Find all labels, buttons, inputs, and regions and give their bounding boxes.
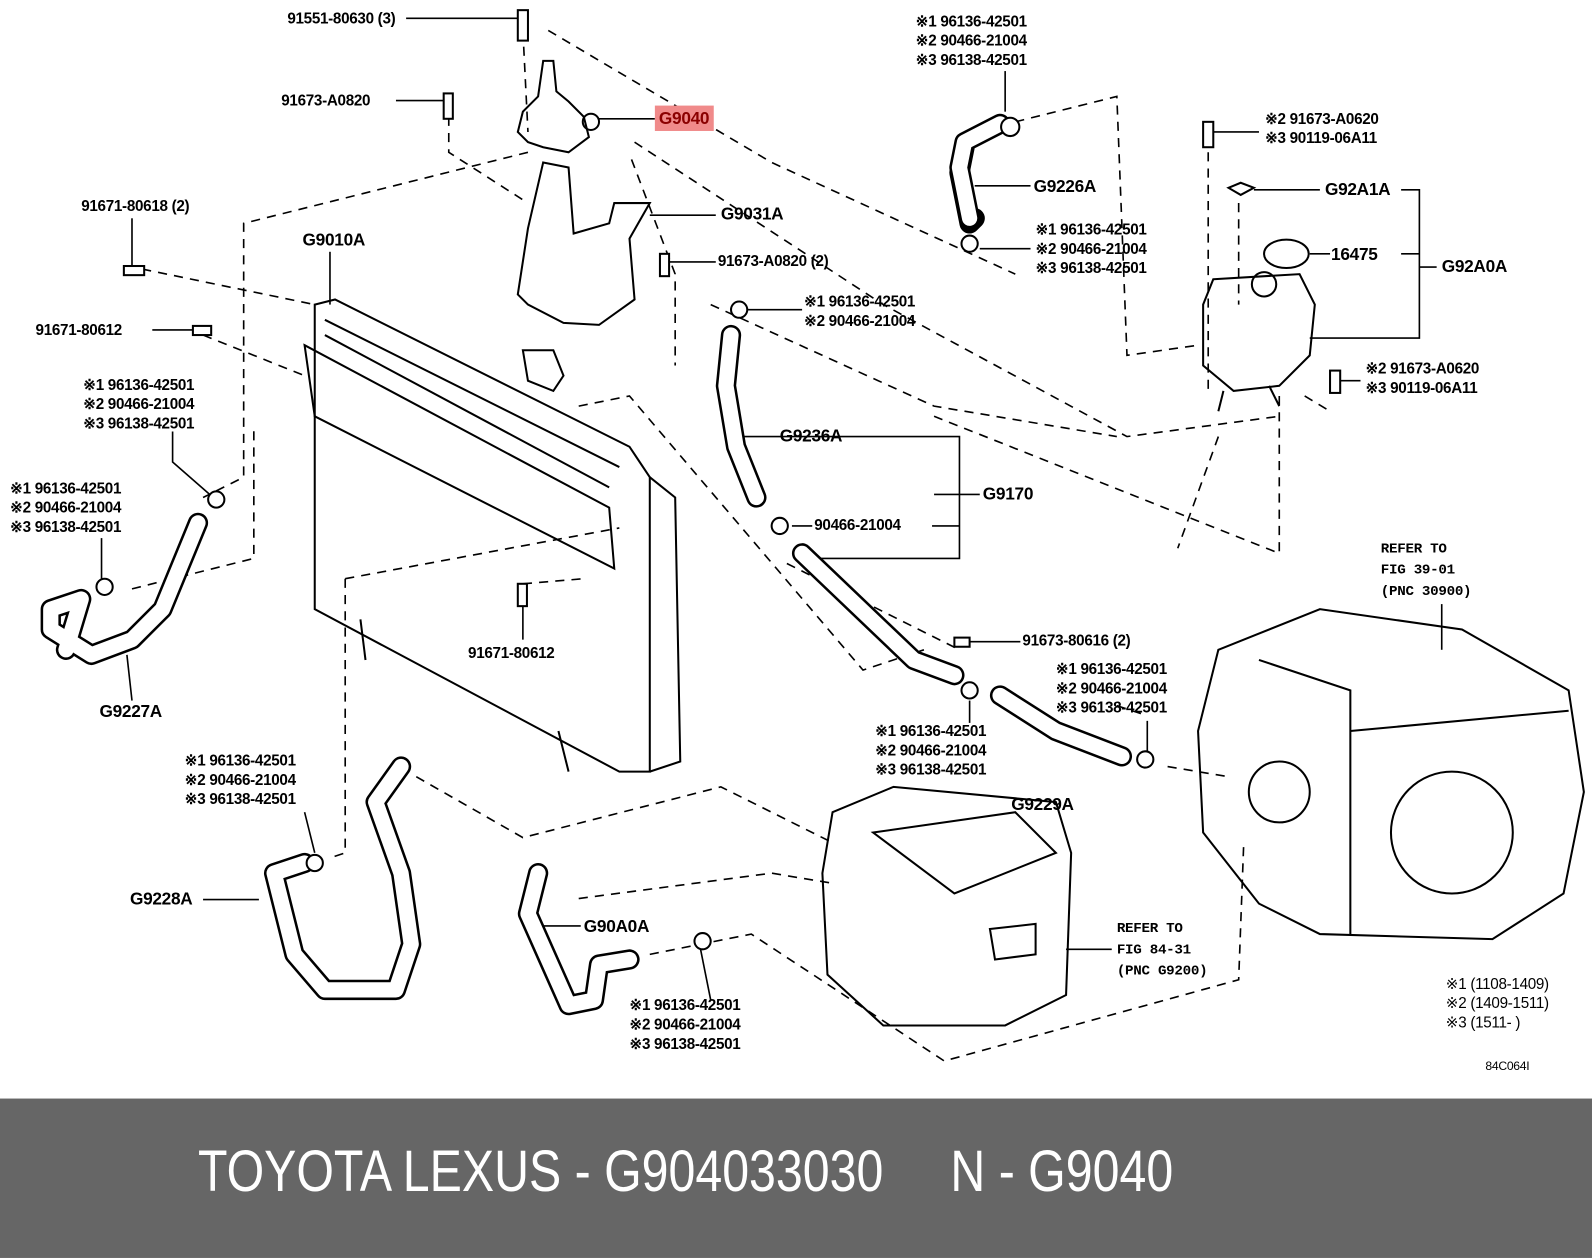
bolt-label: 91551-80630 (3)	[287, 10, 396, 28]
bolt-label: 91673-80616 (2)	[1022, 632, 1131, 650]
hose-clamps	[95, 116, 1155, 951]
refer-line: (PNC G9200)	[1116, 963, 1208, 980]
bolt-label: 91673-A0820 (2)	[717, 252, 829, 271]
refer-line[interactable]: FIG 84-31	[1116, 942, 1191, 959]
part-label-g9227a: G9227A	[99, 701, 162, 721]
bolt-line: ※3 90119-06A11	[1365, 379, 1478, 397]
bolt-group: ※2 91673-A0620 ※3 90119-06A11	[1366, 359, 1480, 398]
clamp-group: ※1 96136-42501 ※2 90466-21004 ※3 96138-4…	[916, 12, 1027, 70]
clamp-line: ※2 90466-21004	[915, 32, 1027, 50]
bolts	[122, 9, 1342, 648]
clamp-line: ※3 96138-42501	[10, 518, 122, 537]
part-label-g92a0a: G92A0A	[1441, 256, 1508, 277]
clamp-group: ※1 96136-42501 ※2 90466-21004 ※3 96138-4…	[1056, 660, 1167, 718]
refer-line: REFER TO	[1116, 920, 1183, 938]
clamp-line: ※1 96136-42501	[184, 752, 296, 770]
part-label-g90a0a: G90A0A	[583, 916, 650, 937]
part-label-g9228a: G9228A	[129, 889, 193, 909]
clamp-line: ※1 96136-42501	[875, 722, 987, 741]
clamp-line: ※2 90466-21004	[875, 742, 987, 760]
radiator	[303, 298, 682, 773]
footer-bar: TOYOTA LEXUS - G904033030 N - G9040	[0, 1098, 1592, 1258]
part-label-16475: 16475	[1331, 244, 1378, 264]
clamp-line: ※3 96138-42501	[875, 761, 987, 779]
clamp-line: ※3 96138-42501	[915, 51, 1027, 70]
clamp-line: ※1 96136-42501	[804, 293, 916, 311]
dashed-guide-lines	[131, 29, 1331, 1062]
clamp-group: ※1 96136-42501 ※2 90466-21004 ※3 96138-4…	[1036, 220, 1147, 278]
part-label-g9010a: G9010A	[302, 230, 366, 250]
clamp-line: ※1 96136-42501	[1035, 221, 1147, 239]
clamp-group: ※1 96136-42501 ※2 90466-21004 ※3 96138-4…	[83, 376, 194, 434]
footer-title: TOYOTA LEXUS - G904033030 N - G9040	[197, 1138, 1174, 1205]
clamp-line: ※1 96136-42501	[629, 997, 741, 1015]
clamp-group: ※1 96136-42501 ※2 90466-21004 ※3 96138-4…	[185, 751, 296, 809]
clamp-line: ※2 90466-21004	[629, 1016, 741, 1034]
clamp-line: ※1 96136-42501	[1055, 660, 1167, 679]
highlighted-part-label-g9040[interactable]: G9040	[654, 105, 714, 131]
clamp-line: ※2 90466-21004	[184, 771, 296, 789]
clamp-line: ※3 96138-42501	[83, 415, 195, 433]
clamp-line: ※2 90466-21004	[83, 395, 195, 414]
part-label-g9236a: G9236A	[779, 426, 843, 446]
pump-bracket	[516, 161, 652, 326]
hoses	[40, 113, 1133, 1016]
bolt-line: ※3 90119-06A11	[1265, 129, 1377, 148]
bolt-group: ※2 91673-A0620 ※3 90119-06A11	[1265, 110, 1379, 149]
refer-line: (PNC 30900)	[1380, 583, 1472, 601]
refer-line: REFER TO	[1380, 541, 1447, 558]
clamp-group: ※1 96136-42501 ※2 90466-21004 ※3 96138-4…	[875, 722, 986, 780]
clamp-line: ※1 96136-42501	[10, 480, 122, 498]
clamp-line: ※1 96136-42501	[83, 376, 195, 394]
refer-line[interactable]: FIG 39-01	[1380, 562, 1455, 579]
bolt-label: 91673-A0820	[281, 92, 371, 110]
clamp-line: ※2 90466-21004	[804, 312, 916, 330]
refer-transaxle: REFER TO FIG 39-01 (PNC 30900)	[1380, 539, 1472, 603]
legend-line: ※3 (1511- )	[1445, 1014, 1521, 1032]
part-label-g92a1a: G92A1A	[1324, 179, 1391, 199]
clamp-group: ※1 96136-42501 ※2 90466-21004 ※3 96138-4…	[10, 479, 121, 537]
transaxle	[1197, 608, 1585, 941]
clamp-line: ※3 96138-42501	[1035, 259, 1147, 278]
clamp-line: ※3 96138-42501	[184, 790, 296, 809]
part-label-g9031a: G9031A	[720, 204, 784, 224]
bolt-label: 91671-80618 (2)	[81, 197, 190, 216]
electric-water-pump	[516, 59, 601, 154]
part-label-g9226a: G9226A	[1033, 176, 1097, 196]
reservoir-tank	[1202, 181, 1316, 412]
bolt-label: 91671-80612	[35, 321, 123, 340]
part-label-g9170: G9170	[982, 484, 1034, 504]
legend-line: ※1 (1108-1409)	[1445, 975, 1549, 993]
bolt-label: 91671-80612	[468, 644, 555, 662]
clamp-line: ※2 90466-21004	[10, 499, 122, 517]
diagram-code: 84C064I	[1485, 1058, 1530, 1074]
clamp-line: ※3 96138-42501	[1055, 699, 1167, 717]
leader-lines	[100, 17, 1443, 1001]
bolt-line: ※2 91673-A0620	[1265, 110, 1379, 128]
clamp-line: ※2 90466-21004	[1035, 240, 1147, 258]
date-legend: ※1 (1108-1409) ※2 (1409-1511) ※3 (1511- …	[1446, 975, 1549, 1033]
inverter	[821, 785, 1073, 1027]
part-label-g9229a: G9229A	[1011, 794, 1074, 815]
clamp-line: ※2 90466-21004	[1055, 680, 1167, 698]
clamp-group: ※1 96136-42501 ※2 90466-21004	[804, 292, 915, 331]
diagram-drawing	[40, 9, 1585, 1062]
clamp-group: ※1 96136-42501 ※2 90466-21004 ※3 96138-4…	[629, 996, 740, 1054]
refer-inverter: REFER TO FIG 84-31 (PNC G9200)	[1116, 919, 1208, 983]
bolt-line: ※2 91673-A0620	[1365, 360, 1480, 378]
clamp-line: ※3 96138-42501	[629, 1035, 741, 1053]
legend-line: ※2 (1409-1511)	[1445, 994, 1549, 1013]
clamp-label: 90466-21004	[814, 516, 901, 535]
clamp-line: ※1 96136-42501	[915, 13, 1027, 31]
